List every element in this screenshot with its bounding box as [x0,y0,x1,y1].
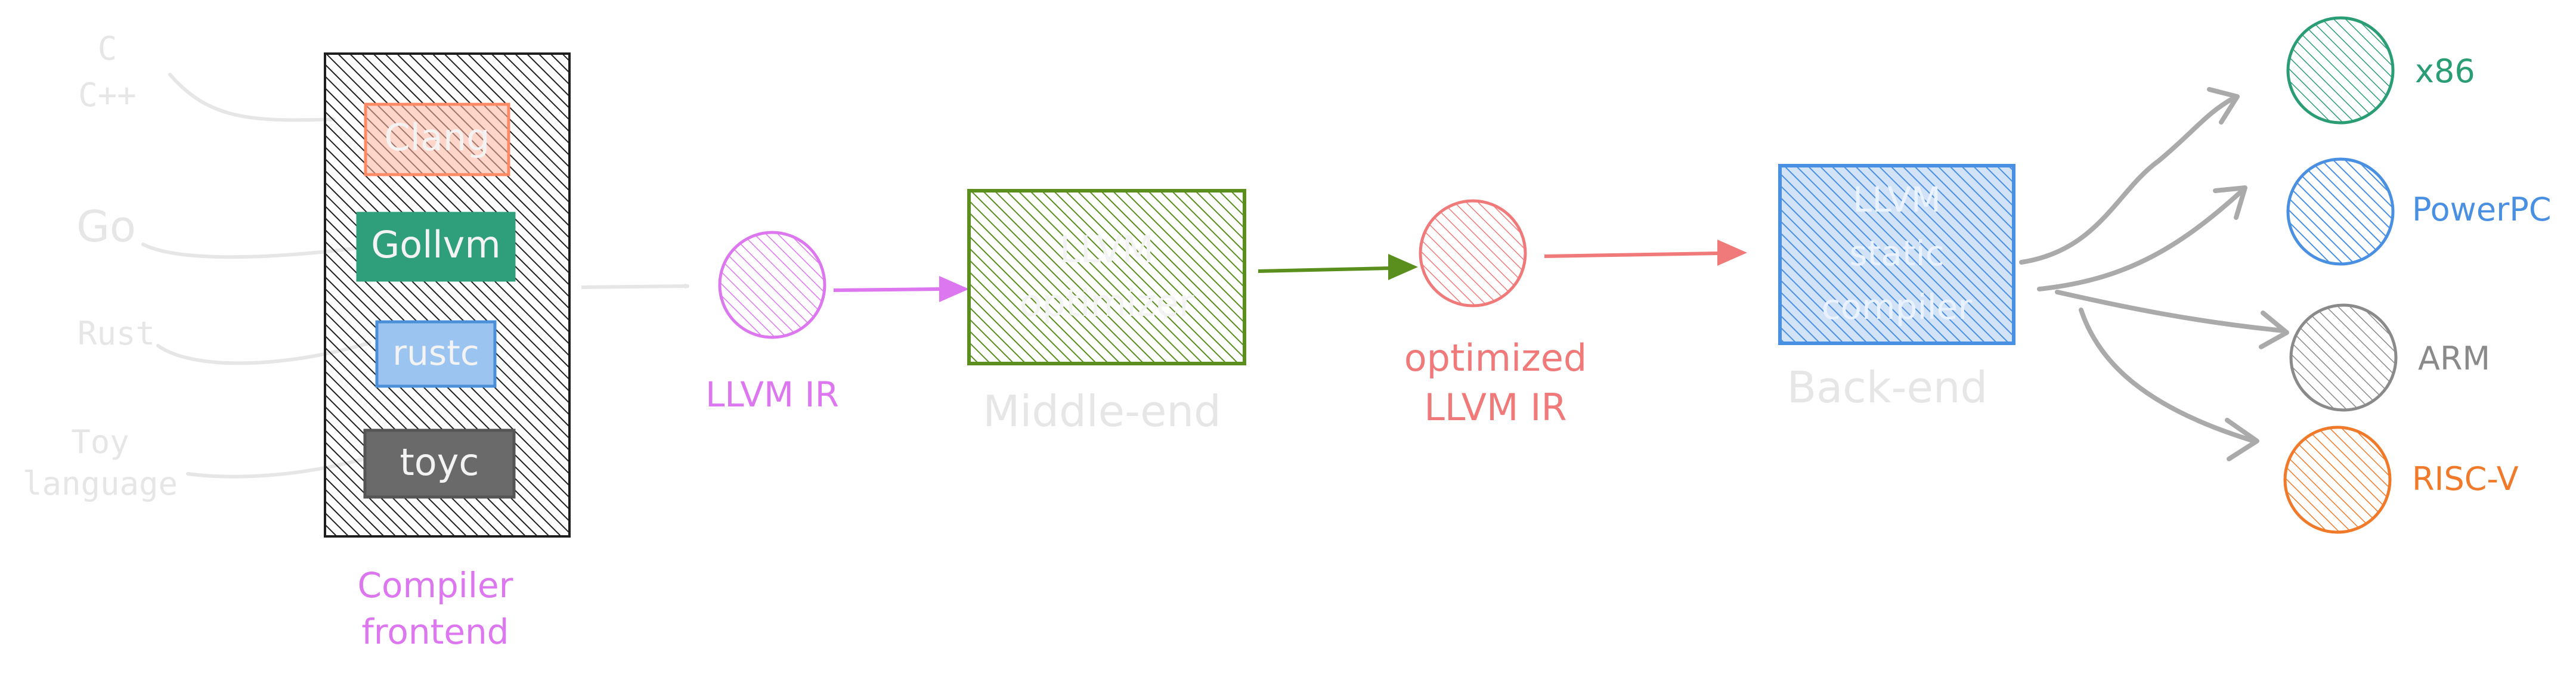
connector-powerpc-head [2213,185,2247,220]
llvm-ir-circle [718,231,826,339]
arrow-optimizer-to-optimized-ir [1258,254,1418,280]
connector-powerpc [2037,188,2244,291]
connector-x86-head [2207,87,2240,125]
compiler-clang: Clang [364,103,510,176]
arrow-frontend-to-ir [581,286,689,289]
rustc-label: rustc [392,333,479,373]
back-end: LLVM static compiler Back-end [1778,164,2015,412]
connector-x86 [2019,96,2236,265]
back-end-caption: Back-end [1787,362,1987,412]
optimized-ir-caption-line2: LLVM IR [1424,386,1566,429]
targets: x86 PowerPC ARM RISC-V [2283,16,2552,534]
rustc-box [375,320,497,388]
language-toy-line1: Toy [71,423,129,461]
target-x86: x86 [2286,16,2475,125]
static-compiler-line3: compiler [1822,287,1973,327]
static-compiler-line2: static [1849,233,1944,274]
riscv-label: RISC-V [2412,460,2519,498]
optimizer-box [967,189,1246,365]
compiler-frontend: Clang Gollvm rustc toyc Compiler fronten… [324,52,571,652]
frontend-caption-line2: frontend [361,611,509,652]
middle-end-caption: Middle-end [983,386,1221,436]
x86-label: x86 [2415,52,2475,90]
optimized-ir-caption-line1: optimized [1404,336,1587,380]
compiler-gollvm: Gollvm [356,212,516,282]
static-compiler-line1: LLVM [1853,179,1941,220]
powerpc-circle [2286,157,2395,266]
arm-label: ARM [2418,340,2490,377]
target-powerpc: PowerPC [2286,157,2552,266]
language-go: Go [76,201,136,252]
x86-circle [2286,16,2395,125]
language-toy-line2: language [23,465,178,502]
frontend-caption-line1: Compiler [357,565,513,606]
language-rust: Rust [78,315,155,352]
llvm-ir-node: LLVM IR [705,231,839,415]
arrow-optimized-ir-to-backend [1544,240,1747,266]
target-arm: ARM [2289,303,2490,412]
connector-c [168,73,336,122]
toyc-box [363,429,516,499]
language-labels: C C++ Go Rust Toy language [23,30,178,502]
connector-riscv [2079,308,2256,443]
target-connectors [2019,87,2289,461]
connector-riscv-head [2225,418,2259,461]
gollvm-box [356,212,516,282]
connector-arm [2055,290,2286,333]
compiler-toyc: toyc [363,429,516,499]
clang-box [364,103,510,176]
language-c-line2: C++ [78,76,137,114]
optimized-ir-node: optimized LLVM IR [1404,199,1587,429]
llvm-ir-caption: LLVM IR [705,374,839,415]
optimized-ir-circle [1419,199,1527,308]
connector-arm-head [2259,311,2289,349]
optimizer-label-line2: optimizer [1020,281,1194,325]
language-c-line1: C [98,30,117,67]
toyc-label: toyc [400,440,479,484]
arrow-ir-to-optimizer [833,276,969,302]
riscv-circle [2283,426,2392,534]
middle-end: LLVM optimizer Middle-end [967,189,1246,436]
gollvm-label: Gollvm [371,223,501,266]
powerpc-label: PowerPC [2412,191,2552,228]
optimizer-label-line1: LLVM [1060,228,1154,271]
clang-label: Clang [384,116,490,159]
static-compiler-box [1778,164,2015,345]
target-riscv: RISC-V [2283,426,2519,534]
compiler-rustc: rustc [375,320,497,388]
arm-circle [2289,303,2398,412]
